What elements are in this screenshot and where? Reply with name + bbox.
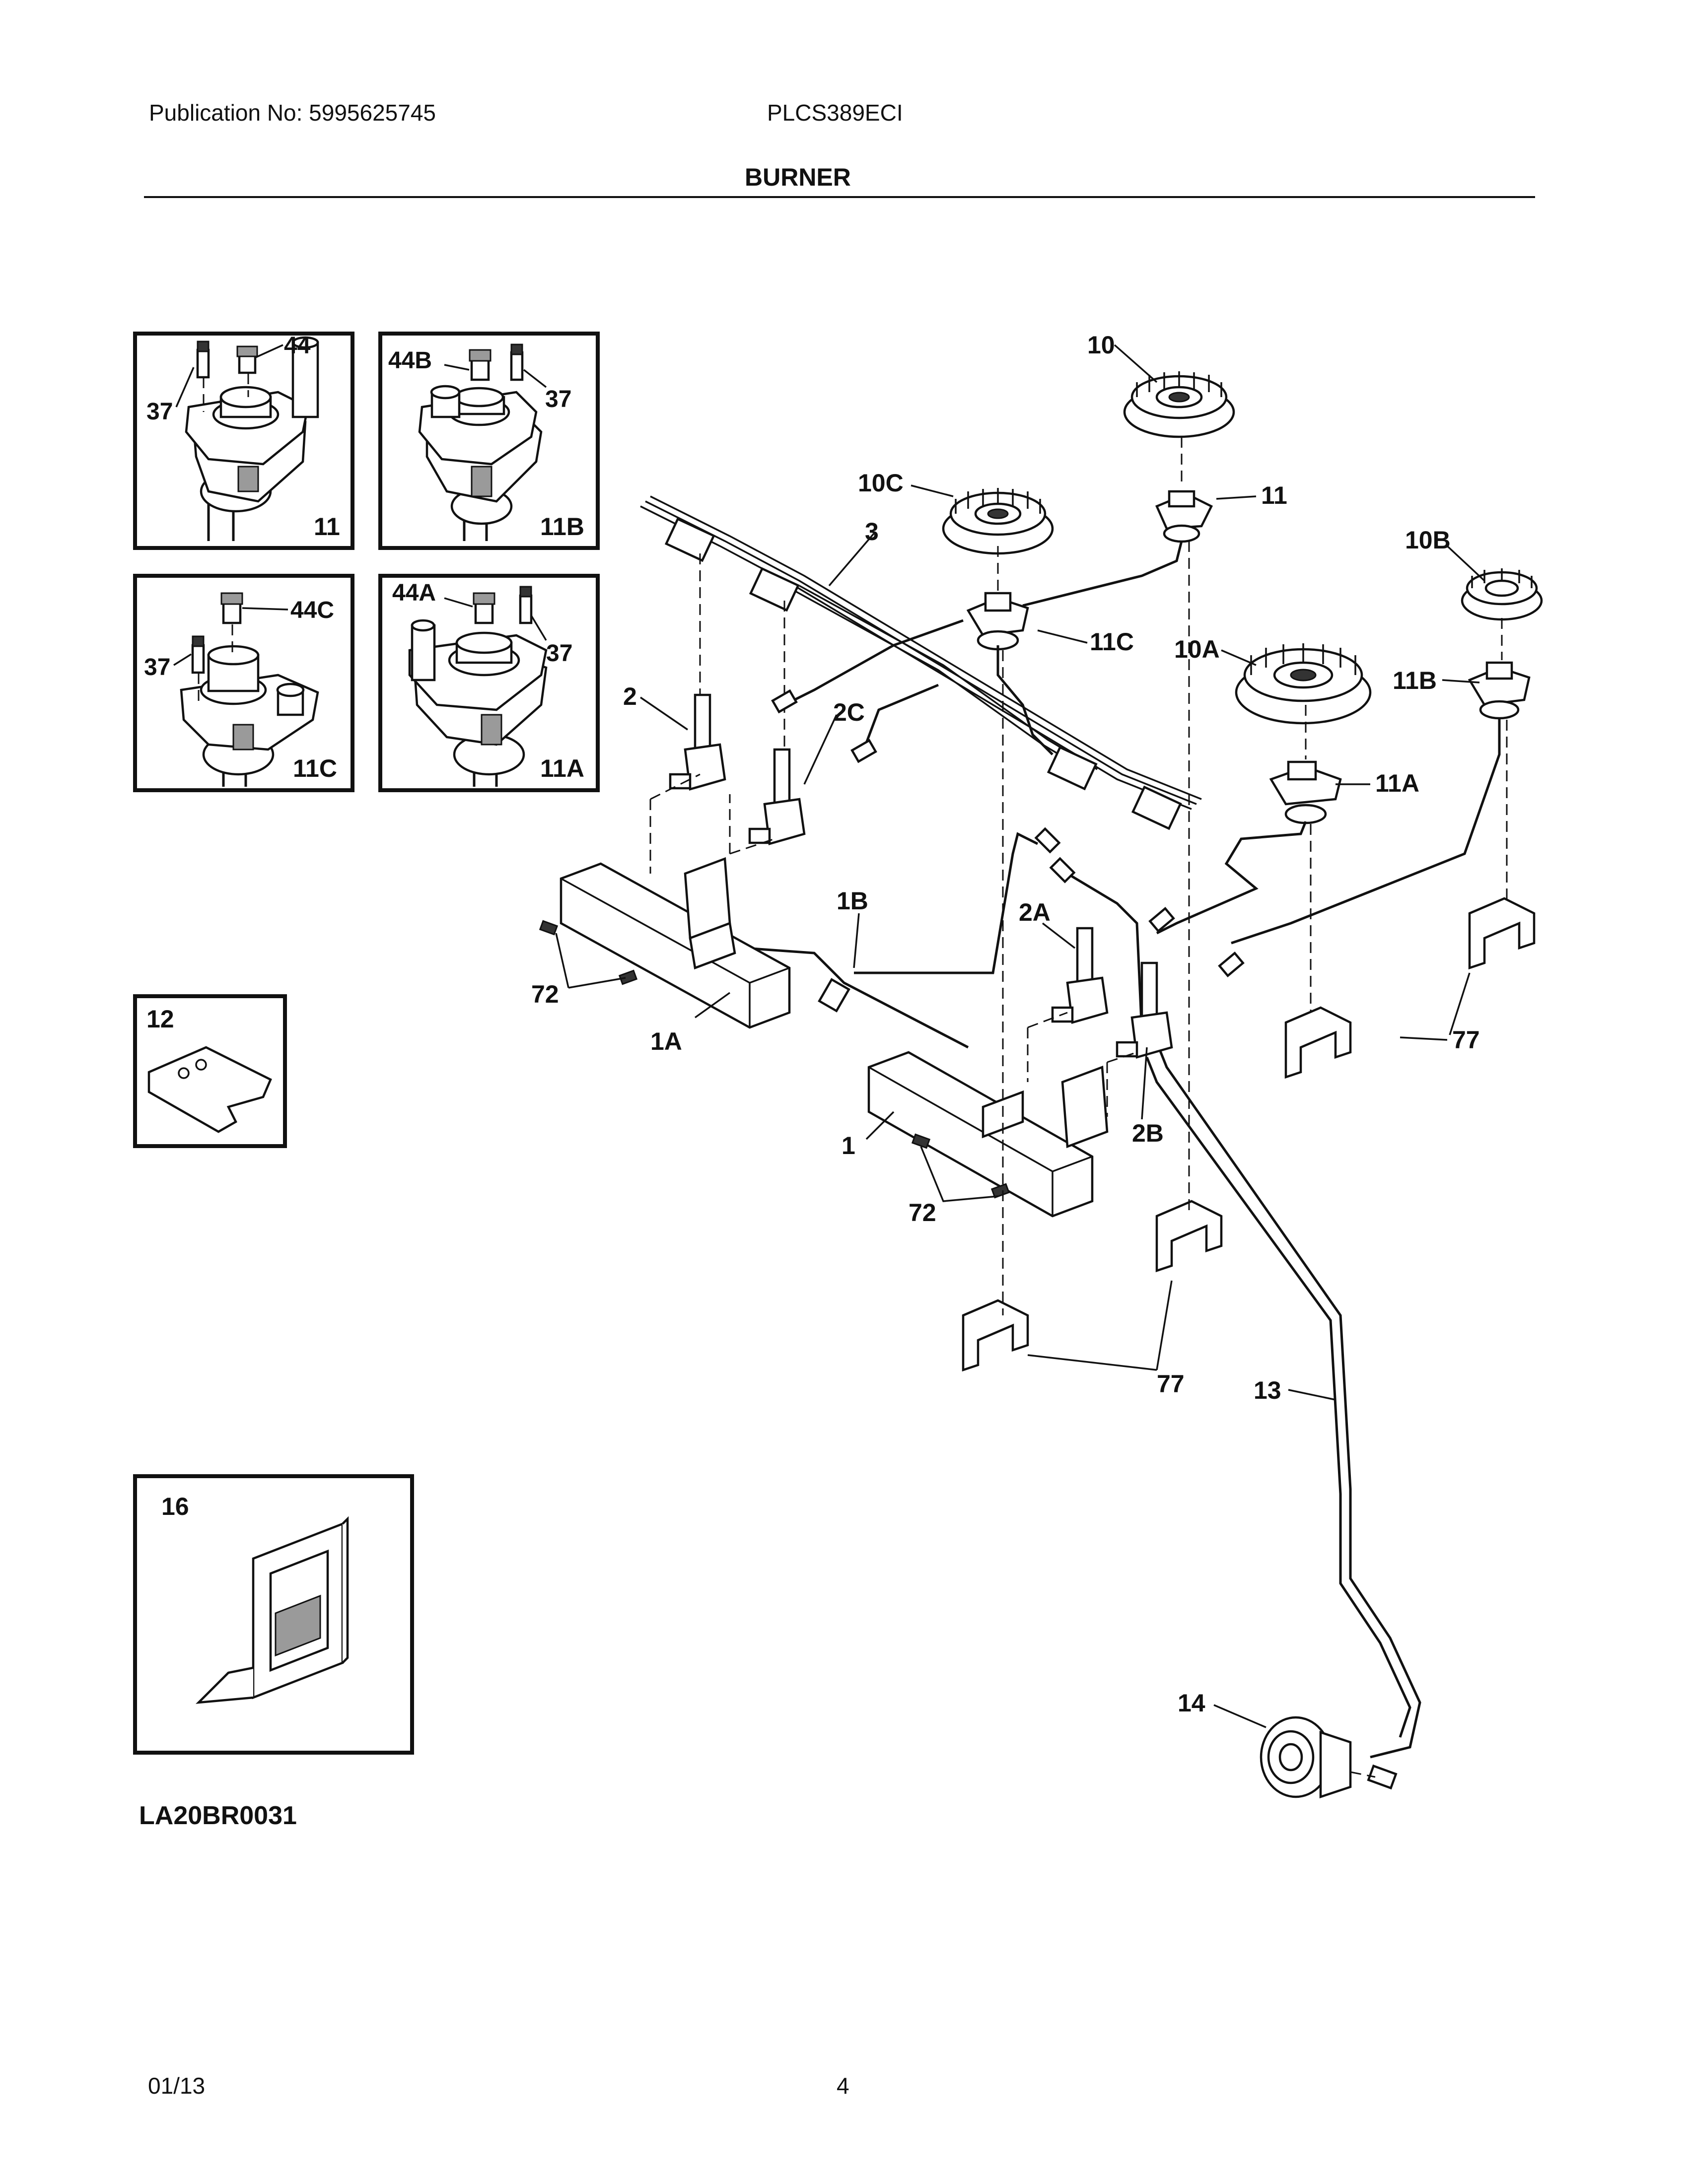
- callout-37: 37: [546, 640, 572, 667]
- valve-2c: [748, 748, 806, 845]
- publication-number: Publication No: 5995625745: [149, 100, 436, 126]
- inset-caption-11b: 11B: [540, 513, 584, 541]
- burner-head-11b: [1468, 661, 1531, 720]
- burner-10c: [942, 488, 1054, 555]
- callout-44: 44: [284, 333, 311, 359]
- callout-44b: 44B: [388, 347, 432, 374]
- burner-head-11: [1155, 490, 1213, 543]
- tube-fittings: [771, 689, 1398, 1790]
- burner-10a: [1235, 643, 1372, 725]
- callout-1: 1: [842, 1132, 855, 1160]
- callout-11b: 11B: [1393, 667, 1437, 694]
- burner-head-11a: [1269, 760, 1342, 824]
- leader-lines: [555, 344, 1485, 1728]
- inset-11: 44 37 11: [133, 332, 354, 550]
- callout-2c: 2C: [833, 698, 865, 726]
- valve-2a: [1051, 927, 1109, 1024]
- inset-11a: 44A 37 11A: [378, 574, 600, 792]
- diagram-code: LA20BR0031: [139, 1801, 297, 1830]
- callout-11a: 11A: [1375, 769, 1419, 797]
- callout-77: 77: [1452, 1026, 1480, 1054]
- inset-11c: 44C 37 11C: [133, 574, 354, 792]
- inset-caption-11c: 11C: [293, 754, 337, 782]
- callout-2b: 2B: [1132, 1119, 1164, 1147]
- alignment-lines: [649, 437, 1508, 1778]
- burner-10b: [1461, 568, 1543, 621]
- callout-11: 11: [1261, 481, 1287, 509]
- callout-10c: 10C: [858, 469, 904, 497]
- valve-2b: [1116, 961, 1173, 1059]
- inset-caption-11a: 11A: [540, 754, 584, 782]
- callout-37: 37: [144, 654, 170, 681]
- screws-72: [539, 920, 1010, 1199]
- gas-tubes: [734, 541, 1501, 1759]
- callout-44a: 44A: [392, 580, 436, 606]
- callout-10a: 10A: [1174, 635, 1220, 663]
- pressure-regulator-14: [1260, 1716, 1352, 1799]
- footer-date: 01/13: [148, 2073, 206, 2099]
- callout-1b: 1B: [837, 887, 868, 915]
- callout-labels: 10 10C 11 3 10B 11C 10A 11B 2 2C 11A 1B …: [531, 331, 1480, 1717]
- callout-3: 3: [865, 518, 879, 546]
- callout-11c: 11C: [1090, 628, 1134, 656]
- model-number: PLCS389ECI: [767, 100, 903, 126]
- valve-2: [669, 693, 726, 791]
- callout-10: 10: [1087, 331, 1115, 359]
- callout-2a: 2A: [1019, 898, 1051, 926]
- callout-1a: 1A: [650, 1027, 682, 1055]
- callout-10b: 10B: [1405, 526, 1451, 554]
- inset-caption-11: 11: [314, 513, 340, 541]
- inset-caption-16: 16: [161, 1493, 189, 1520]
- wiring-harness: [640, 495, 1202, 830]
- manifold-1: [867, 1051, 1109, 1218]
- inset-11b: 44B 37 11B: [378, 332, 600, 550]
- callout-14: 14: [1178, 1689, 1205, 1717]
- callout-44c: 44C: [290, 597, 334, 623]
- callout-37: 37: [545, 386, 571, 412]
- callout-77: 77: [1157, 1370, 1185, 1398]
- callout-2: 2: [623, 682, 637, 710]
- inset-caption-12: 12: [146, 1005, 174, 1033]
- footer-page-number: 4: [837, 2073, 849, 2099]
- header-rule: [144, 196, 1535, 198]
- burner-10: [1123, 371, 1235, 438]
- manifold-1a: [560, 857, 791, 1029]
- callout-13: 13: [1254, 1376, 1281, 1404]
- inset-12: 12: [133, 994, 287, 1148]
- callout-72: 72: [531, 980, 559, 1008]
- callout-37: 37: [146, 399, 173, 425]
- brackets-77: [962, 897, 1536, 1372]
- callout-72: 72: [909, 1199, 936, 1227]
- inset-16: 16: [133, 1474, 414, 1755]
- section-title: BURNER: [745, 163, 851, 191]
- burner-head-11c: [966, 592, 1029, 651]
